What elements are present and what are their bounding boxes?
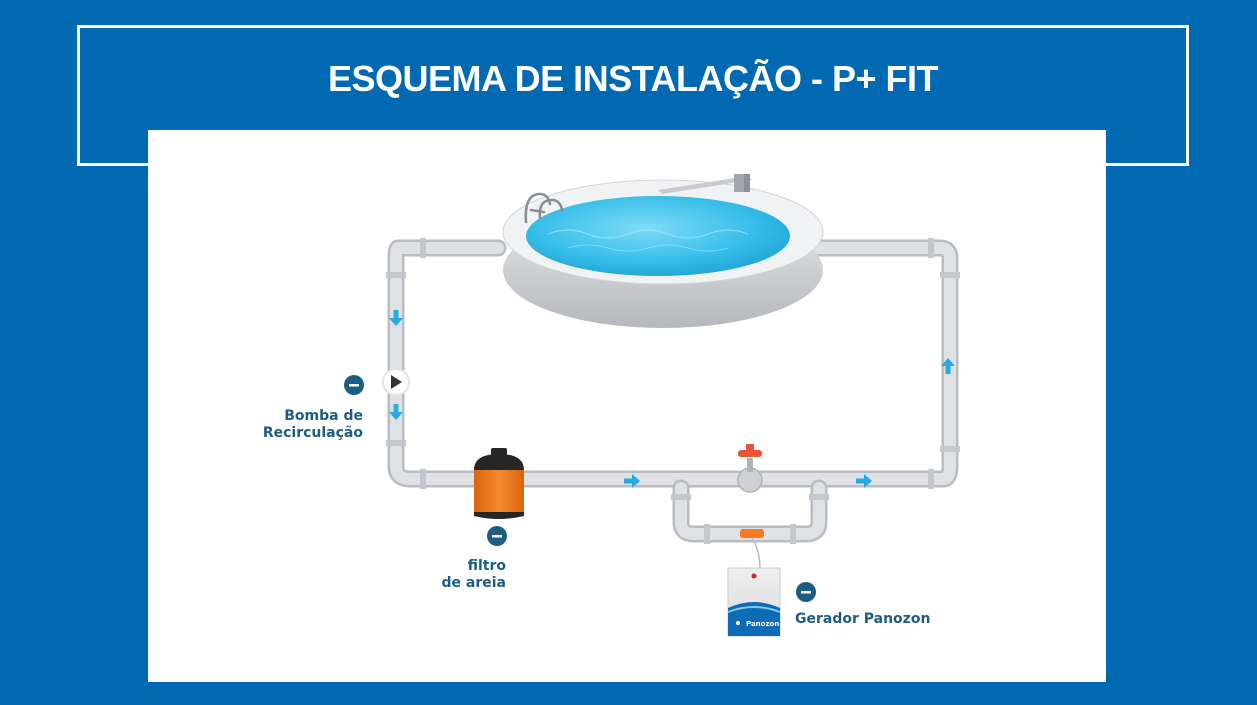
pump-label: Bomba de Recirculação: [248, 408, 363, 442]
diagram-canvas: Panozon: [344, 174, 960, 637]
flow-arrow-up-icon: [941, 358, 955, 374]
panozon-cell: [740, 529, 764, 571]
markers: [344, 375, 816, 602]
pool-ladder: [524, 192, 564, 224]
sand-filter: [474, 448, 524, 519]
marker-filter-icon: [487, 526, 507, 546]
installation-diagram: Panozon Bomba de Recirculação filtro de …: [148, 130, 1106, 682]
swimming-pool: [502, 179, 824, 328]
panozon-generator: Panozon: [727, 567, 781, 637]
slide-title: ESQUEMA DE INSTALAÇÃO - P+ FIT: [327, 58, 939, 99]
pipe-joints: [386, 238, 960, 544]
marker-generator-icon: [796, 582, 816, 602]
flow-arrow-down-icon: [389, 404, 403, 420]
filter-label-line2: de areia: [441, 575, 506, 591]
valve: [737, 444, 763, 493]
generator-brand-text: Panozon: [746, 620, 779, 628]
flow-arrow-right-icon: [624, 474, 640, 488]
flow-arrow-right-icon: [856, 474, 872, 488]
diving-board: [658, 174, 752, 194]
filter-label: filtro de areia: [418, 558, 506, 592]
marker-pump-icon: [344, 375, 364, 395]
flow-arrow-down-icon: [389, 310, 403, 326]
filter-label-line1: filtro: [467, 558, 506, 574]
pump-label-line2: Recirculação: [262, 425, 363, 441]
recirculation-pump: [382, 368, 410, 396]
pump-label-line1: Bomba de: [284, 408, 363, 424]
generator-label: Gerador Panozon: [795, 611, 931, 627]
flow-arrows: [389, 310, 955, 488]
